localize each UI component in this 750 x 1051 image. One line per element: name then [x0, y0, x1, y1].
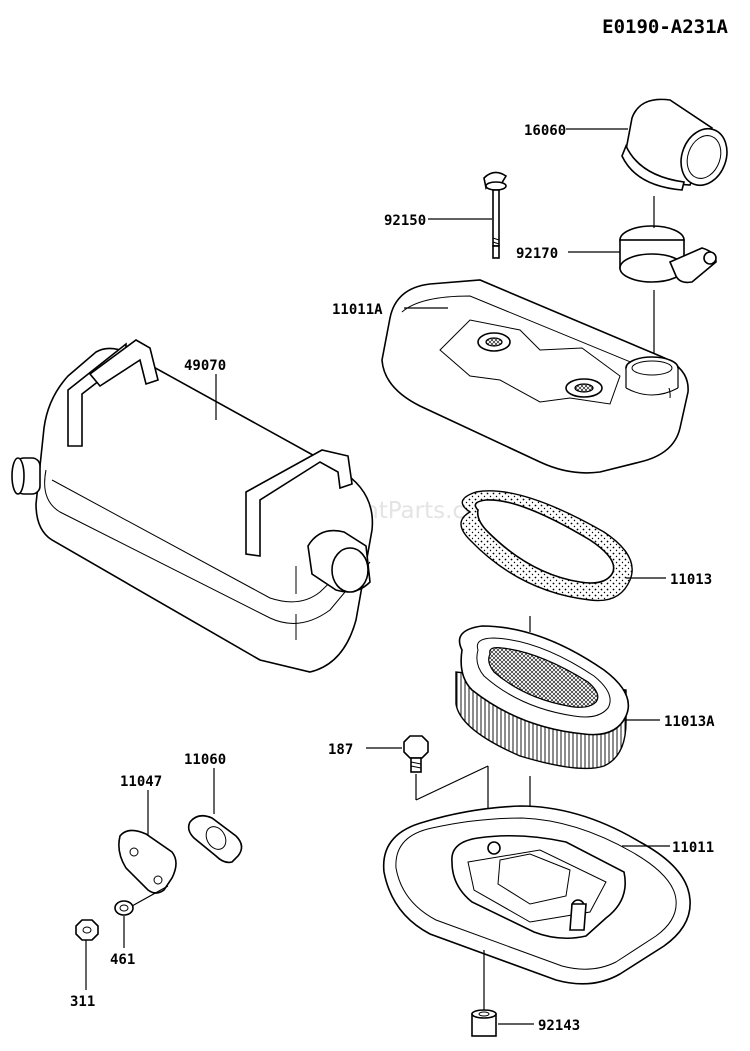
label-11011a: 11011A — [332, 302, 383, 318]
foam-pre-cleaner-part — [460, 490, 633, 602]
label-11047: 11047 — [120, 774, 162, 790]
hex-nut-part — [75, 919, 99, 941]
lock-washer-part — [114, 900, 134, 916]
label-16060: 16060 — [524, 123, 566, 139]
muffler-part — [11, 339, 374, 673]
label-49070: 49070 — [184, 358, 226, 374]
air-filter-element-part — [455, 625, 630, 770]
exhaust-gasket-part — [187, 814, 243, 864]
diagram-code: E0190-A231A — [602, 16, 728, 38]
muffler-bracket-part — [118, 829, 177, 894]
label-92170: 92170 — [516, 246, 558, 262]
elbow-duct-part — [621, 98, 728, 191]
hex-bolt-part — [403, 735, 429, 773]
air-cleaner-base-part — [382, 805, 691, 985]
label-11060: 11060 — [184, 752, 226, 768]
wing-bolt-part — [483, 171, 508, 259]
air-cleaner-cover-part — [381, 279, 689, 474]
label-11013a: 11013A — [664, 714, 715, 730]
spacer-collar-part — [471, 1009, 497, 1037]
label-92143: 92143 — [538, 1018, 580, 1034]
label-311: 311 — [70, 994, 95, 1010]
label-11011: 11011 — [672, 840, 714, 856]
label-461: 461 — [110, 952, 135, 968]
label-92150: 92150 — [384, 213, 426, 229]
label-11013: 11013 — [670, 572, 712, 588]
hose-clamp-part — [619, 225, 717, 284]
label-187: 187 — [328, 742, 353, 758]
